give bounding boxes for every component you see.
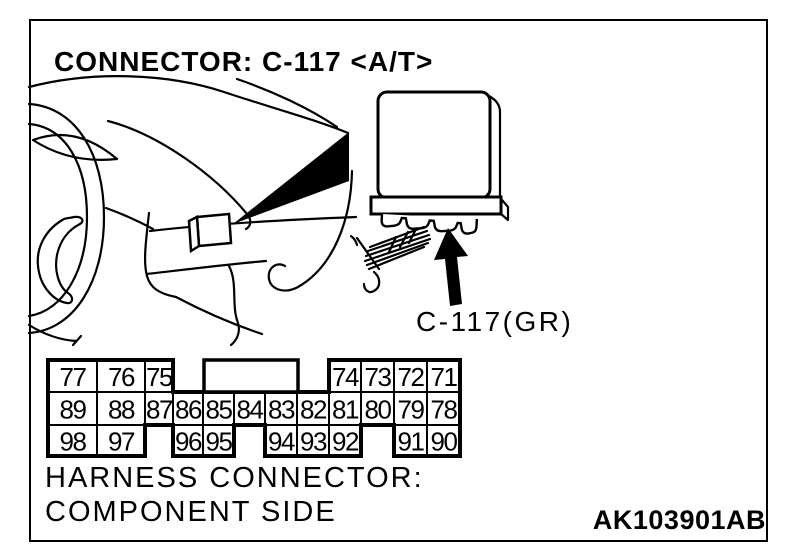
pin-number: 90 — [431, 427, 458, 457]
pin-number: 83 — [268, 395, 295, 425]
pin-number: 82 — [300, 395, 327, 425]
pin-number: 88 — [108, 395, 135, 425]
knee-panel-stroke — [174, 295, 264, 336]
page-title: CONNECTOR: C-117 <A/T> — [54, 45, 434, 77]
right-tick-stroke — [349, 234, 359, 247]
dash-lower-seam — [145, 259, 268, 276]
connector-location-box — [187, 212, 233, 254]
pin-number: 74 — [332, 362, 359, 392]
wire-hatch — [387, 235, 398, 254]
pin-number: 93 — [300, 427, 327, 457]
pin-number: 75 — [146, 362, 173, 392]
connector-label: C-117(GR) — [416, 306, 574, 337]
wire-stroke — [367, 245, 426, 271]
dash-top-stroke — [27, 75, 350, 135]
location-box-front — [195, 212, 233, 248]
harness-label-line1: HARNESS CONNECTOR: — [45, 462, 424, 494]
pin-number: 72 — [398, 362, 425, 392]
wheel-spoke-opening — [31, 133, 119, 161]
shifter-stroke — [227, 264, 240, 347]
dash-seam-stroke — [148, 215, 358, 233]
wire-stroke — [366, 229, 429, 253]
dash-front-edge — [143, 211, 178, 299]
pin-number: 87 — [146, 395, 173, 425]
pin-number: 84 — [237, 395, 264, 425]
ecu-flange-depth — [499, 198, 510, 222]
callout-triangle-icon — [233, 132, 349, 224]
wire-stroke — [364, 233, 431, 258]
pin-number: 76 — [108, 362, 135, 392]
ecu-flange — [369, 195, 503, 216]
mid-left-stroke — [104, 206, 155, 231]
ecu-front-face — [376, 90, 492, 200]
pin-number: 73 — [365, 362, 392, 392]
wheel-hub-stroke — [36, 215, 84, 305]
pin-number: 96 — [175, 427, 202, 457]
pin-number: 85 — [206, 395, 233, 425]
location-box-side — [187, 215, 201, 254]
pin-number: 98 — [60, 427, 87, 457]
ecu-module-illustration — [369, 90, 510, 235]
up-arrow-icon — [434, 228, 468, 306]
column-tick-stroke — [71, 334, 83, 347]
pin-number: 89 — [60, 395, 87, 425]
dashboard-illustration — [27, 75, 359, 347]
connector-key-tab — [202, 358, 300, 394]
figure-code: AK103901AB — [592, 505, 766, 535]
pin-number: 86 — [175, 395, 202, 425]
pin-number: 97 — [108, 427, 135, 457]
diagram-border — [29, 19, 768, 542]
ecu-depth-edge — [487, 94, 502, 198]
harness-label-line2: COMPONENT SIDE — [45, 496, 337, 528]
binnacle-stroke — [106, 119, 252, 231]
wire-stroke — [365, 241, 430, 267]
pin-number: 80 — [365, 395, 392, 425]
wire-harness-illustration — [355, 225, 432, 294]
pin-number: 77 — [60, 362, 87, 392]
pin-number: 71 — [431, 362, 458, 392]
pin-number: 81 — [332, 395, 359, 425]
wheel-bottom-stroke — [27, 323, 78, 343]
pin-number: 92 — [332, 427, 359, 457]
console-blob-stroke — [267, 169, 354, 292]
pin-number: 78 — [431, 395, 458, 425]
wire-end-cap — [355, 236, 381, 271]
wire-hatch — [398, 230, 410, 249]
pin-number: 95 — [206, 427, 233, 457]
pin-number: 91 — [398, 427, 425, 457]
pin-number: 79 — [398, 395, 425, 425]
steering-wheel-outer — [27, 102, 106, 335]
harness-connector-label: HARNESS CONNECTOR: COMPONENT SIDE — [45, 461, 424, 529]
a-pillar-stroke — [235, 77, 339, 129]
connector-outline — [46, 358, 462, 458]
connector-lobes — [380, 213, 479, 235]
pin-number: 94 — [268, 427, 295, 457]
wire-stroke — [363, 237, 432, 263]
wire-end-hook — [362, 270, 381, 294]
wire-hatch — [407, 227, 418, 245]
